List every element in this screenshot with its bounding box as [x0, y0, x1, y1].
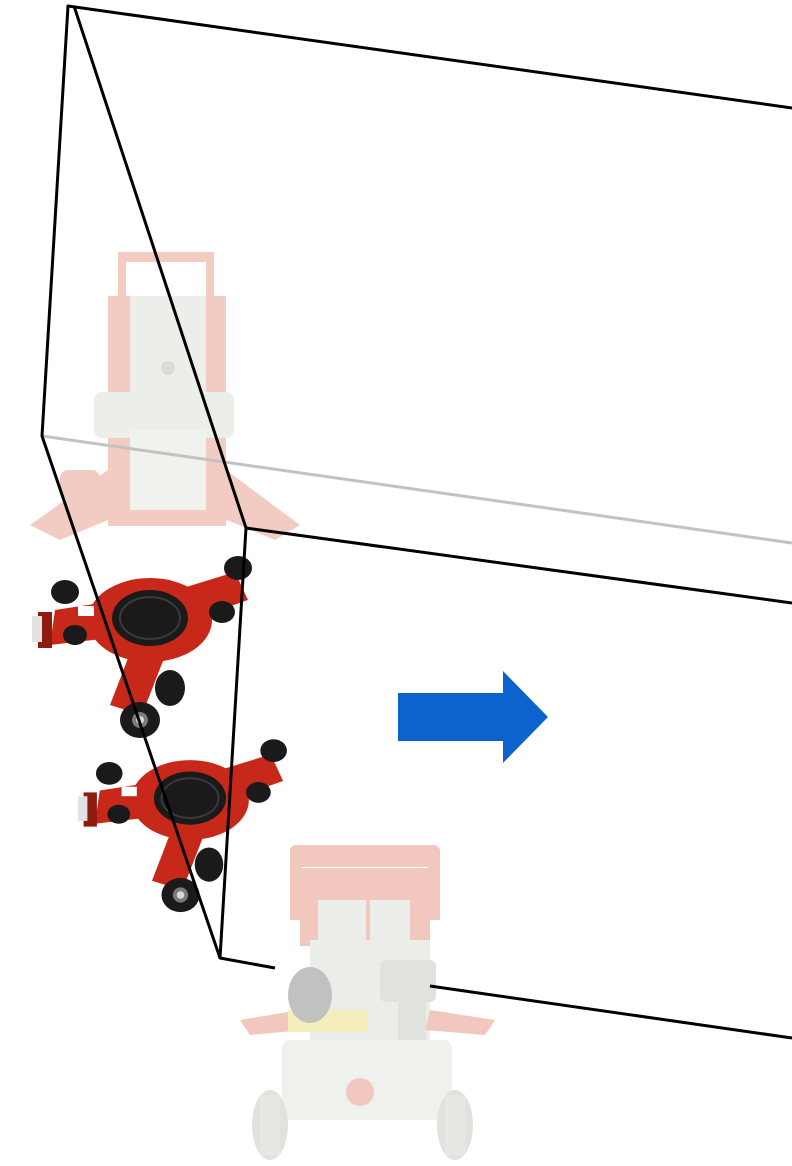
toe-jack-icon	[30, 252, 300, 540]
hydraulic-pump-icon	[240, 845, 495, 1160]
machine-skate-icon	[31, 555, 253, 739]
hidden-box-edge	[41, 434, 792, 545]
move-direction-arrow	[398, 671, 548, 763]
machine-skate-icon	[76, 738, 288, 914]
load-box-outline	[40, 4, 792, 1040]
